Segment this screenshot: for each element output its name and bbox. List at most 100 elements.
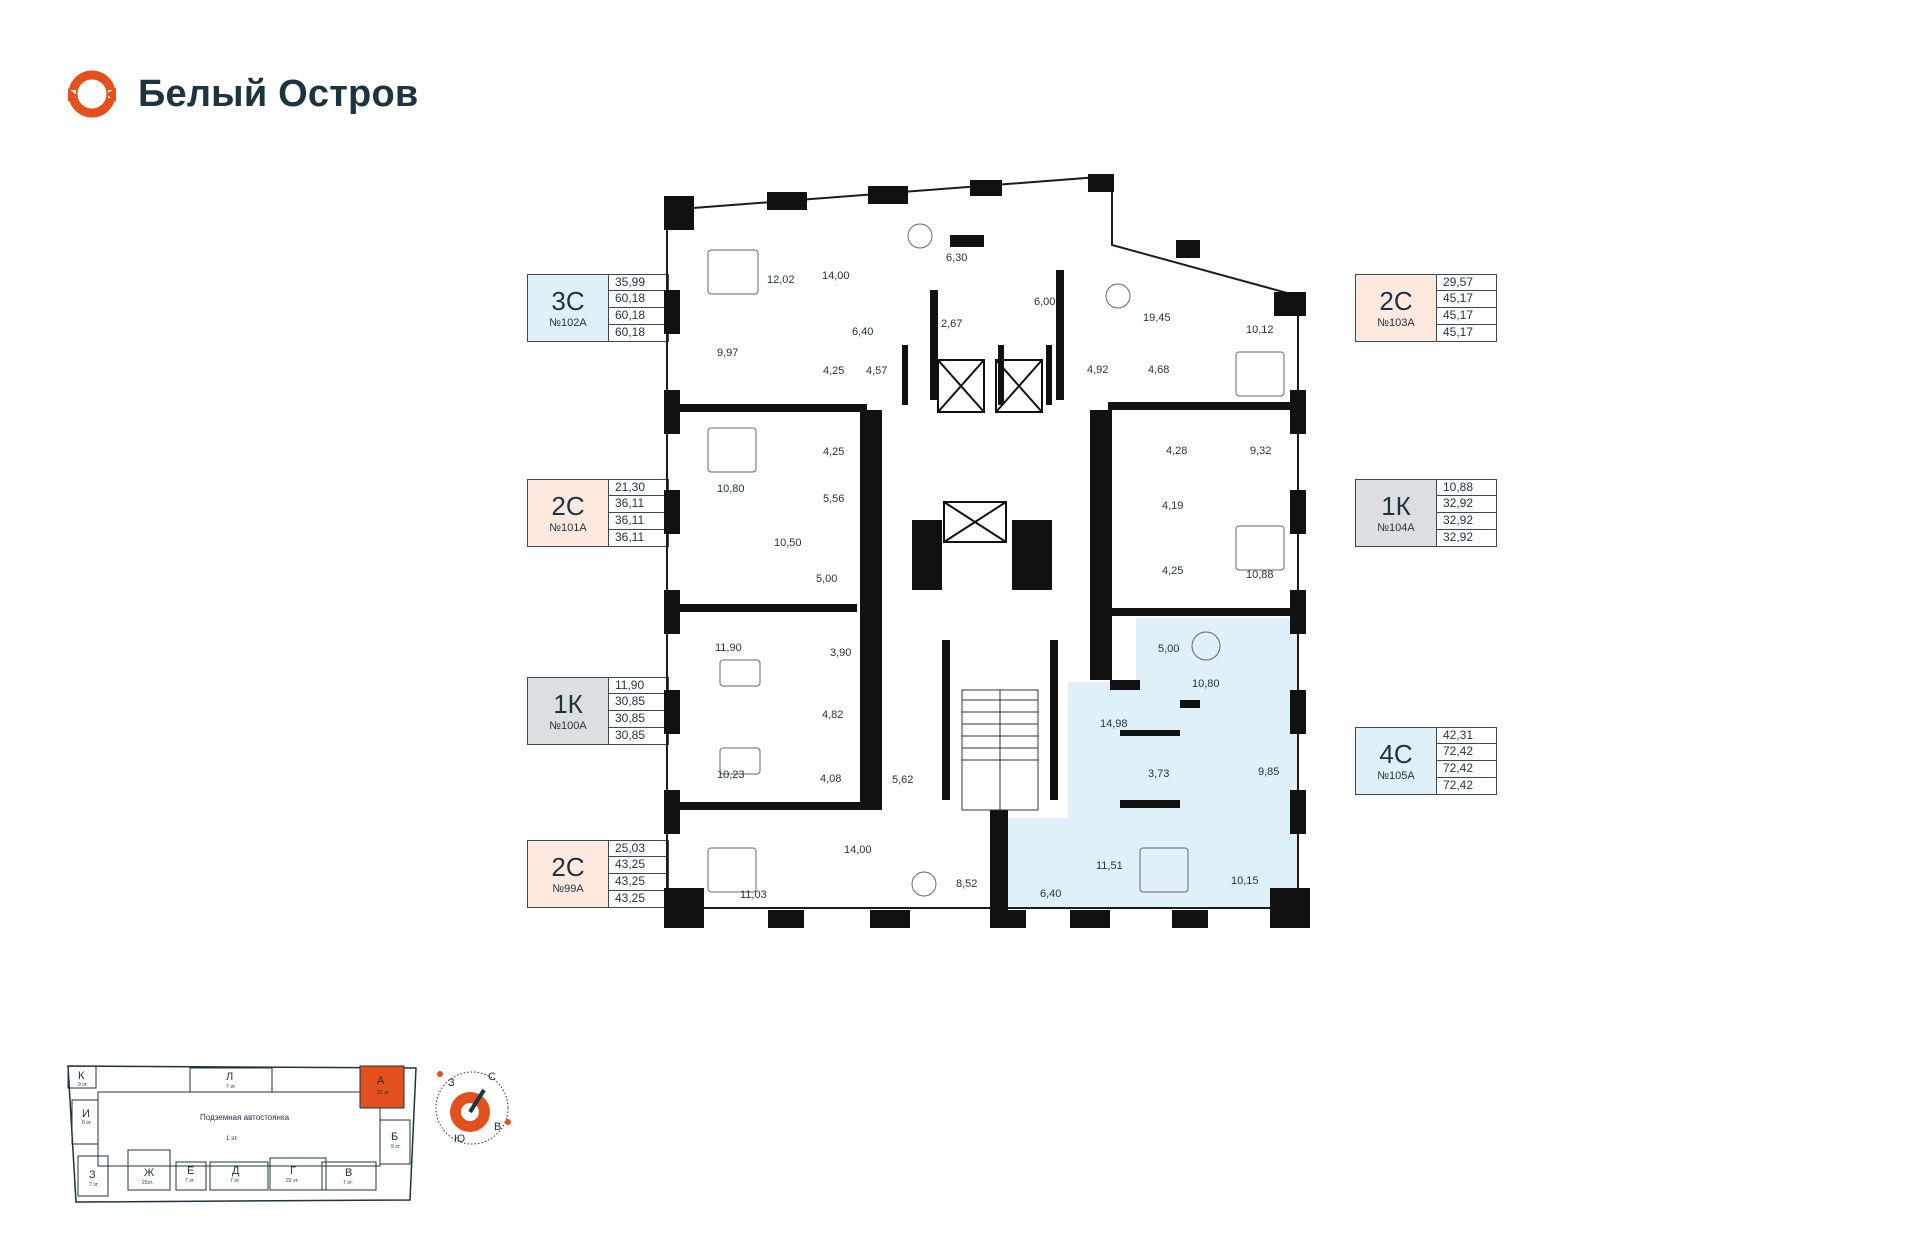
room-area: 4,25 — [823, 446, 844, 458]
room-area: 5,56 — [823, 493, 844, 505]
room-area: 19,45 — [1143, 312, 1171, 324]
svg-text:9 эт.: 9 эт. — [391, 1144, 401, 1150]
compass-east: В — [494, 1121, 501, 1133]
room-area: 11,90 — [715, 642, 742, 654]
room-area: 3,73 — [1148, 768, 1169, 780]
room-area: 9,85 — [1258, 766, 1279, 778]
svg-text:7 эт.: 7 эт. — [230, 1178, 240, 1184]
keymap-section-v: В — [345, 1167, 352, 1179]
room-area: 9,97 — [717, 347, 738, 359]
room-area: 11,03 — [740, 889, 767, 901]
staircase — [961, 689, 1039, 811]
keymap-parking-label: Подземная автостоянка — [200, 1113, 290, 1122]
room-area: 10,50 — [774, 537, 802, 549]
room-area: 6,30 — [946, 252, 967, 264]
logo-ring-icon — [64, 70, 120, 118]
apartment-105a-highlight[interactable] — [1008, 618, 1298, 908]
keymap-section-b: Б — [391, 1131, 398, 1143]
room-area: 10,15 — [1231, 875, 1259, 887]
room-area: 12,02 — [767, 274, 795, 286]
svg-text:9 эт.: 9 эт. — [78, 1082, 88, 1088]
room-area: 4,25 — [1162, 565, 1183, 577]
room-area: 4,92 — [1087, 364, 1108, 376]
room-area: 10,88 — [1246, 569, 1274, 581]
compass-icon: С З Ю В — [435, 1071, 511, 1145]
keymap-section-e: Е — [187, 1165, 194, 1177]
room-area: 6,40 — [1040, 888, 1061, 900]
room-area: 4,19 — [1162, 500, 1183, 512]
keymap-section-k: К — [78, 1070, 85, 1082]
svg-text:7 эт.: 7 эт. — [185, 1178, 195, 1184]
svg-text:1 эт.: 1 эт. — [226, 1136, 238, 1142]
room-area: 10,12 — [1246, 324, 1274, 336]
compass-south: Ю — [454, 1133, 465, 1145]
room-area: 4,82 — [822, 709, 843, 721]
room-area: 14,00 — [822, 270, 850, 282]
interior-walls — [667, 270, 1298, 910]
svg-text:7 эт.: 7 эт. — [226, 1084, 236, 1090]
svg-text:7 эт.: 7 эт. — [89, 1182, 99, 1188]
svg-text:20эт.: 20эт. — [142, 1180, 153, 1186]
room-area: 14,00 — [844, 844, 872, 856]
room-area: 5,00 — [1158, 643, 1179, 655]
room-area: 6,40 — [852, 326, 873, 338]
room-area: 4,28 — [1166, 445, 1187, 457]
room-area: 10,80 — [1192, 678, 1220, 690]
keymap-section-a: А — [377, 1075, 385, 1087]
room-area: 3,90 — [830, 647, 851, 659]
svg-text:20 эт.: 20 эт. — [377, 1090, 390, 1096]
room-area: 5,00 — [816, 573, 837, 585]
room-area: 6,00 — [1034, 296, 1055, 308]
brand-name: Белый Остров — [138, 72, 419, 115]
room-area: 10,23 — [717, 769, 745, 781]
room-area: 10,80 — [717, 483, 745, 495]
brand-logo[interactable]: Белый Остров — [64, 66, 418, 122]
svg-text:20 эт.: 20 эт. — [286, 1178, 299, 1184]
keymap-section-i: И — [82, 1108, 90, 1120]
keymap-section-zh: Ж — [144, 1167, 154, 1179]
room-area: 4,08 — [820, 773, 841, 785]
keymap-section-g: Г — [290, 1165, 296, 1177]
room-area: 4,57 — [866, 365, 887, 377]
keymap-section-z: З — [89, 1169, 96, 1181]
svg-text:6 эт.: 6 эт. — [82, 1120, 92, 1126]
svg-text:7 эт.: 7 эт. — [343, 1180, 353, 1186]
room-area: 4,25 — [823, 365, 844, 377]
compass-north: С — [488, 1071, 496, 1083]
room-area: 8,52 — [956, 878, 977, 890]
room-area-labels: 12,02 14,00 6,30 6,00 19,45 10,12 6,40 2… — [715, 252, 1279, 901]
elevator-shafts — [937, 359, 1043, 543]
site-keymap: К 9 эт. Л 7 эт. А 20 эт. И 6 эт. Б 9 эт.… — [67, 1065, 417, 1203]
furniture — [707, 223, 1285, 897]
room-area: 9,32 — [1250, 445, 1271, 457]
room-area: 11,51 — [1096, 860, 1123, 872]
compass-west: З — [448, 1077, 455, 1089]
keymap-section-d: Д — [232, 1165, 240, 1177]
room-area: 14,98 — [1100, 718, 1128, 730]
room-area: 5,62 — [892, 774, 913, 786]
keymap-section-l: Л — [226, 1071, 233, 1083]
room-area: 2,67 — [941, 318, 962, 330]
